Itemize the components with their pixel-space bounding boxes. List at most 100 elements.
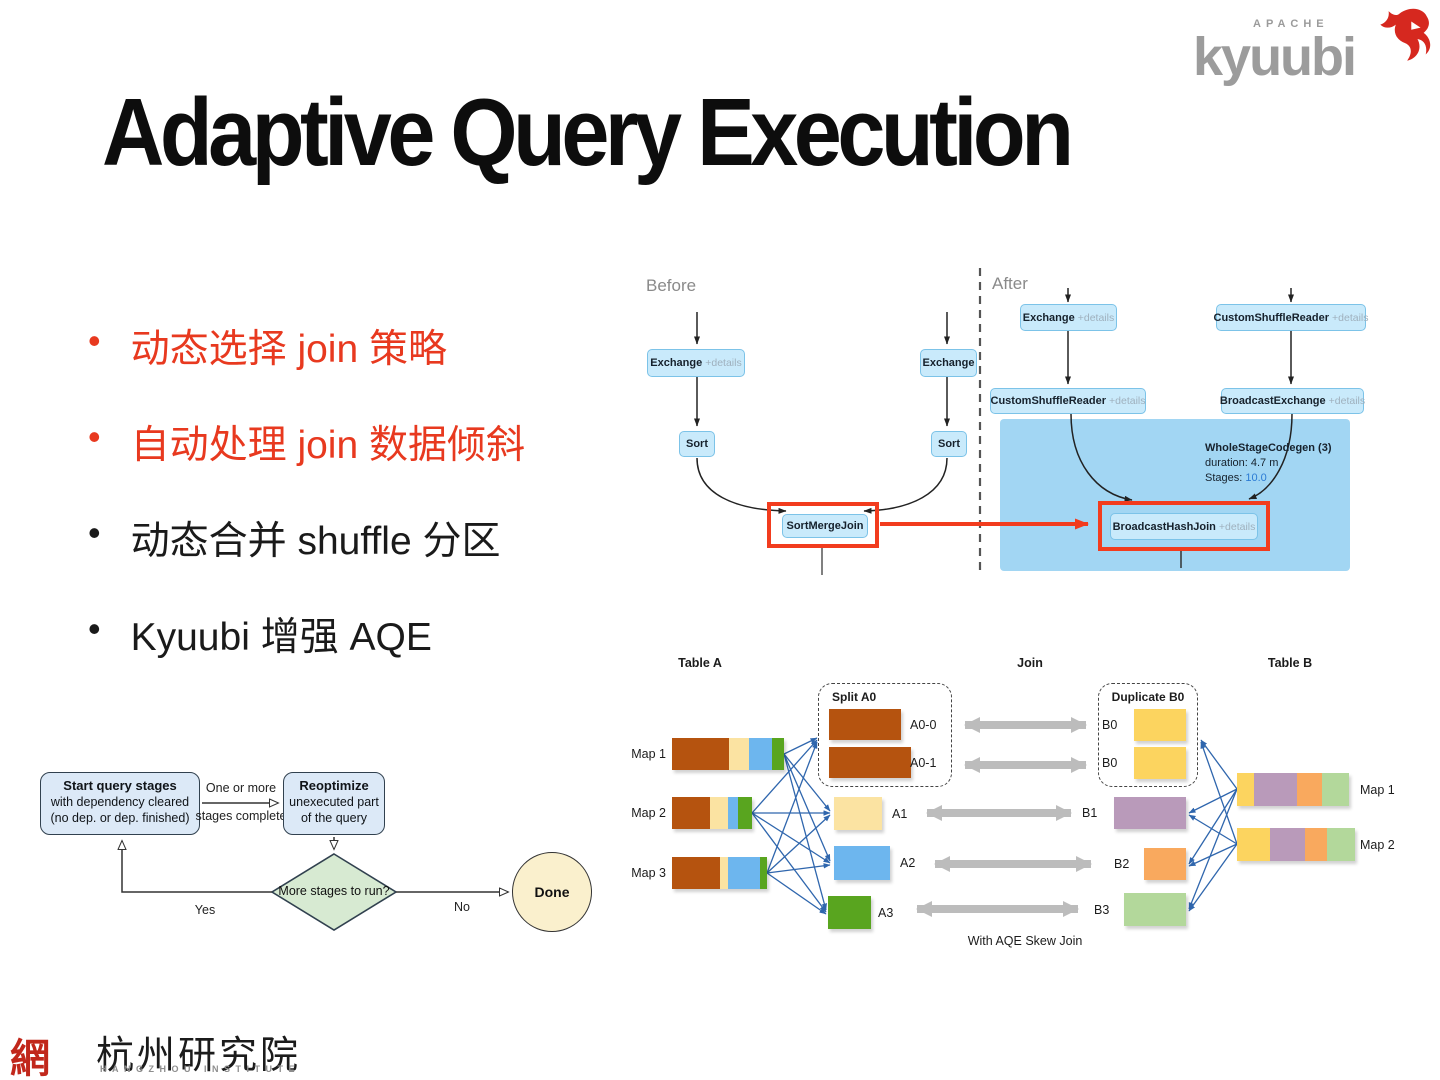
no-label: No (454, 900, 470, 914)
duplicate-b0-label: Duplicate B0 (1111, 690, 1185, 704)
split-a0-label: Split A0 (832, 690, 877, 704)
partition-label: B2 (1114, 857, 1130, 871)
map-label: Map 2 (631, 806, 666, 820)
partition-label: B3 (1094, 902, 1110, 917)
partition-label: A0-0 (910, 717, 937, 732)
codegen-info: WholeStageCodegen (3) duration: 4.7 m St… (1205, 441, 1332, 486)
after-label: After (992, 274, 1028, 293)
map-label: Map 3 (631, 866, 666, 880)
node-label: BroadcastExchange (1219, 395, 1326, 407)
partition-label: A0-1 (910, 755, 937, 770)
broadcasthashjoin-highlight (1098, 501, 1270, 551)
node-label: CustomShuffleReader (990, 395, 1107, 407)
partition-a0-1 (829, 747, 911, 778)
kyuubi-fox-icon (1380, 8, 1431, 61)
partition-label: A2 (900, 856, 916, 870)
partition-label: B0 (1102, 718, 1118, 732)
node-exchange-left: Exchange +details (647, 349, 745, 377)
map-label: Map 1 (1360, 782, 1395, 797)
node-label: Sort (938, 438, 960, 450)
edge-label-top: One or more (205, 781, 277, 795)
bar-segment-cream (710, 797, 728, 829)
flowchart-connectors (35, 765, 625, 931)
skew-connectors (751, 717, 1238, 917)
node-details: +details (1328, 395, 1366, 407)
bar-segment-blue (749, 738, 772, 770)
codegen-stages-label: Stages: (1205, 472, 1243, 484)
flow-box-line: of the query (300, 811, 367, 825)
bar-segment-bgreen (1322, 773, 1349, 806)
bullet-item: • 自动处理 join 数据倾斜 (88, 414, 525, 470)
bar-segment-purple (1270, 828, 1305, 861)
bullet-text: 自动处理 join 数据倾斜 (130, 424, 525, 467)
bar-segment-green (738, 797, 752, 829)
bar-segment-blue (728, 797, 738, 829)
partition-a0-0 (829, 709, 901, 740)
before-label: Before (646, 276, 697, 295)
partition-label: B1 (1082, 806, 1098, 820)
split-a0-box (818, 683, 952, 787)
bar-segment-yellow (1237, 773, 1254, 806)
yes-label: Yes (194, 903, 216, 917)
partition-b3 (1124, 893, 1186, 926)
node-label: BroadcastHashJoin (1112, 520, 1216, 533)
table-b-header: Table B (1267, 656, 1313, 670)
bar-segment-cream (729, 738, 749, 770)
skew-join-diagram: Table A Join Table B Map 1 Map 2 Map 3 S… (620, 650, 1430, 960)
partition-b0-1 (1134, 709, 1186, 741)
map-bar-a3 (672, 857, 767, 889)
edge-label-bottom: stages complete (195, 809, 287, 823)
codegen-stages-value: 10.0 (1245, 472, 1267, 484)
bullet-dot: • (88, 416, 101, 457)
node-details: +details (1218, 520, 1256, 533)
apache-label: APACHE (1253, 18, 1329, 30)
map-bar-a2 (672, 797, 752, 829)
node-sort-right: Sort (931, 431, 967, 457)
start-query-stages-box: Start query stages with dependency clear… (40, 772, 200, 835)
node-details: +details (1332, 311, 1369, 324)
node-exchange-right: Exchange (920, 349, 977, 377)
plan-diagram: Before After Exchange +details Exchange … (630, 262, 1400, 592)
map-bar-b1 (1237, 773, 1349, 806)
bullet-item: • 动态选择 join 策略 (88, 318, 447, 374)
bar-segment-yellow (1237, 828, 1270, 861)
node-exchange-after: Exchange +details (1020, 304, 1117, 331)
table-a-header: Table A (678, 656, 722, 670)
node-customshufflereader-top: CustomShuffleReader +details (1213, 304, 1369, 331)
map-label: Map 2 (1360, 837, 1395, 852)
node-label: Exchange (922, 357, 975, 369)
page-title: Adaptive Query Execution (102, 79, 1074, 186)
bullet-dot: • (88, 320, 101, 361)
bar-segment-purple (1254, 773, 1297, 806)
done-label: Done (534, 884, 570, 900)
node-label: CustomShuffleReader (1213, 311, 1330, 324)
node-customshufflereader-left: CustomShuffleReader +details (990, 388, 1146, 414)
decision-label: More stages to run? (278, 884, 390, 898)
partition-a2 (834, 846, 890, 880)
bar-segment-green (760, 857, 767, 889)
partition-a1 (834, 797, 882, 830)
flow-box-line: (no dep. or dep. finished) (50, 811, 190, 825)
map-label: Map 1 (631, 747, 666, 761)
partition-label: A1 (892, 806, 908, 821)
flow-box-line: with dependency cleared (50, 795, 190, 809)
bullet-text: 动态合并 shuffle 分区 (130, 520, 501, 563)
partition-a3 (828, 896, 871, 929)
flow-box-title: Reoptimize (299, 778, 369, 793)
reoptimize-box: Reoptimize unexecuted part of the query (283, 772, 385, 835)
partition-label: B0 (1102, 756, 1118, 770)
bullet-dot: • (88, 608, 101, 649)
bar-segment-cream (720, 857, 728, 889)
codegen-duration: duration: 4.7 m (1205, 457, 1279, 469)
duplicate-b0-box (1098, 683, 1198, 787)
aqe-flowchart: Start query stages with dependency clear… (35, 765, 625, 965)
bar-segment-orange (1297, 773, 1322, 806)
node-broadcasthashjoin: BroadcastHashJoin +details (1110, 513, 1258, 540)
bar-segment-blue (728, 857, 760, 889)
bullet-dot: • (88, 512, 101, 553)
partition-label: A3 (878, 905, 894, 920)
partition-b2 (1144, 848, 1186, 880)
netease-wordmark: 網易 (10, 1036, 52, 1080)
node-details: +details (1109, 395, 1146, 407)
